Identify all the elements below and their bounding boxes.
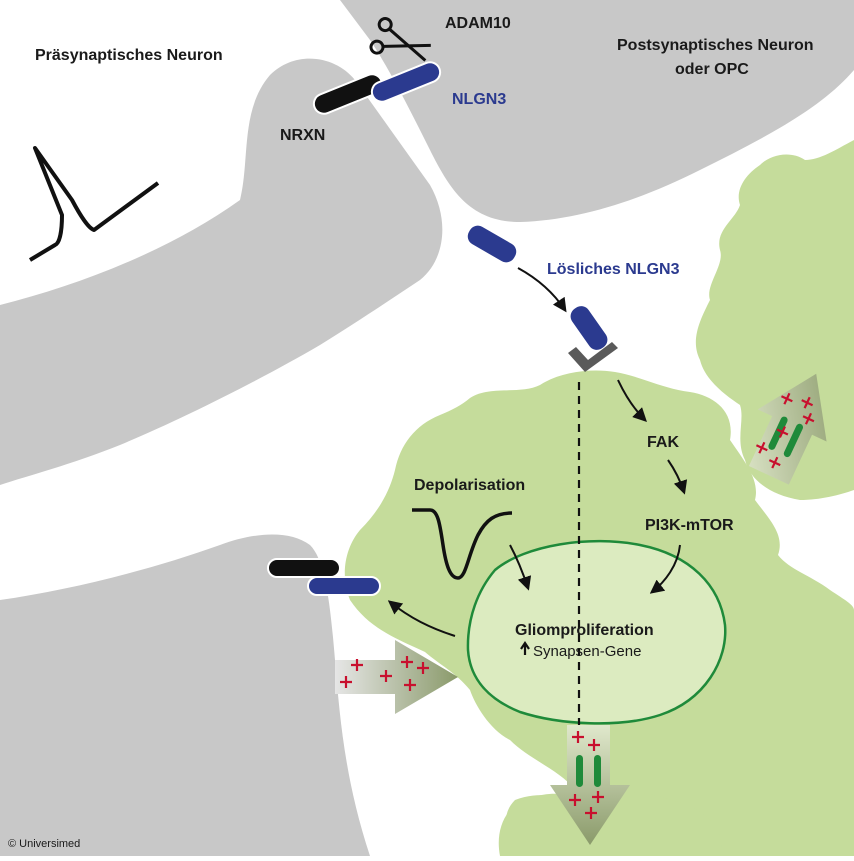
- label-soluble-nlgn3: Lösliches NLGN3: [547, 261, 680, 278]
- plus-charges-horizontal: [340, 656, 429, 691]
- scissors-icon: [369, 17, 431, 62]
- depolarisation-trace-icon: [412, 508, 513, 580]
- current-arrow-diagonal: [748, 373, 827, 485]
- soluble-nlgn3-capsule: [467, 225, 517, 263]
- arrow-pi3k-to-nucleus: [649, 544, 681, 594]
- label-postsynaptic-2: oder OPC: [675, 61, 749, 78]
- label-pi3k: PI3K-mTOR: [645, 517, 734, 534]
- lower-neuron-shape: [0, 534, 370, 856]
- arrow-receptor-to-fak: [617, 379, 647, 422]
- arrow-depol-to-nucleus: [509, 544, 532, 591]
- label-copyright: © Universimed: [8, 838, 80, 850]
- glioma-cell-bottom: [498, 792, 722, 856]
- receptor-icon: [568, 342, 618, 372]
- label-fak: FAK: [647, 434, 679, 451]
- current-arrow-vertical: [550, 725, 630, 845]
- plus-charges-vertical: [569, 731, 604, 819]
- bound-nlgn3-capsule: [570, 306, 608, 350]
- nrxn-bar-lower: [267, 558, 341, 578]
- label-adam10: ADAM10: [445, 15, 511, 32]
- presynaptic-neuron-shape: [0, 58, 443, 486]
- nlgn3-bar-top: [370, 61, 442, 103]
- label-depolarisation: Depolarisation: [414, 477, 525, 494]
- current-arrow-horizontal: [335, 640, 458, 714]
- nlgn3-bar-lower: [307, 576, 381, 596]
- arrow-soluble-to-receptor: [517, 267, 567, 313]
- action-potential-icon: [28, 146, 160, 262]
- arrow-fak-to-pi3k: [667, 459, 688, 495]
- label-nrxn: NRXN: [280, 127, 325, 144]
- up-arrow-icon: [520, 641, 530, 655]
- label-postsynaptic-1: Postsynaptisches Neuron: [617, 37, 814, 54]
- channel-vertical: [576, 755, 601, 787]
- label-presynaptic: Präsynaptisches Neuron: [35, 47, 223, 64]
- label-glioproliferation: Gliomproliferation: [515, 622, 654, 639]
- postsynaptic-neuron-shape: [340, 0, 854, 222]
- label-synapse-genes: Synapsen-Gene: [533, 643, 641, 660]
- label-nlgn3: NLGN3: [452, 91, 506, 108]
- arrow-glioma-to-synapse: [387, 600, 456, 637]
